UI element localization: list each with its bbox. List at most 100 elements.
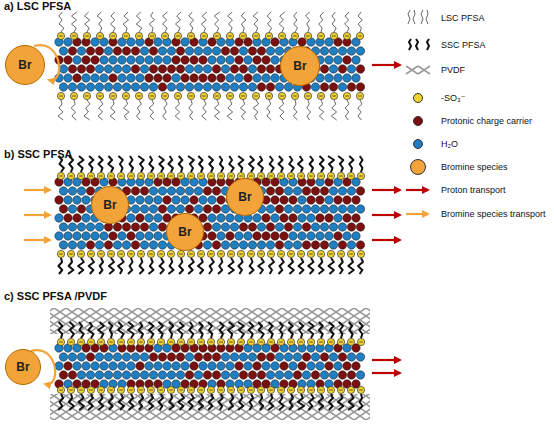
sulfonate-charge xyxy=(124,96,128,97)
sulfonate-group xyxy=(167,338,174,345)
side-chain xyxy=(219,156,223,172)
proton-dot xyxy=(298,38,306,46)
legend-label: -SO₃⁻ xyxy=(441,93,553,103)
bromine-species: Br xyxy=(226,178,264,216)
sulfonate-charge xyxy=(267,36,271,37)
sulfonate-charge xyxy=(149,342,153,343)
proton-dot xyxy=(167,353,175,361)
side-chain xyxy=(58,394,63,410)
water-dot xyxy=(68,205,76,213)
side-chain xyxy=(137,100,142,120)
water-channel xyxy=(55,38,365,388)
sulfonate-charge xyxy=(332,96,336,97)
sulfonate-charge xyxy=(239,390,243,391)
side-chain xyxy=(79,322,84,338)
water-dot xyxy=(86,371,94,379)
water-dot xyxy=(136,196,144,204)
sulfonate-group xyxy=(135,92,142,99)
proton-dot xyxy=(131,223,139,231)
sulfonate-group xyxy=(177,338,184,345)
side-chain xyxy=(209,258,214,274)
water-dot xyxy=(298,232,306,240)
water-dot xyxy=(221,241,229,249)
side-chain xyxy=(202,100,207,120)
side-chain xyxy=(198,156,203,172)
sulfonate-charge xyxy=(228,36,232,37)
proton-dot xyxy=(302,223,310,231)
water-dot xyxy=(347,205,355,213)
water-dot xyxy=(338,83,346,91)
side-chain xyxy=(118,258,124,274)
sulfonate-group xyxy=(107,172,114,179)
proton-dot xyxy=(316,196,324,204)
node-label: Br xyxy=(238,190,251,204)
sulfonate-group xyxy=(109,32,116,39)
sulfonate-group xyxy=(87,172,94,179)
water-dot xyxy=(356,371,364,379)
side-chain xyxy=(58,100,63,120)
sulfonate-group xyxy=(207,250,214,257)
sulfonate-group xyxy=(97,250,104,257)
sulfonate-group xyxy=(70,92,77,99)
water-dot xyxy=(95,241,103,249)
sulfonate-charge xyxy=(254,96,258,97)
panel-title: a) LSC PFSA xyxy=(4,0,71,12)
sulfonate-group xyxy=(287,386,294,393)
sulfonate-group xyxy=(157,386,164,393)
water-dot xyxy=(284,241,292,249)
water-dot xyxy=(217,232,225,240)
sulfonate-charge xyxy=(59,390,63,391)
side-chain xyxy=(78,394,84,410)
sulfonate-group xyxy=(287,250,294,257)
sulfonate-group xyxy=(277,338,284,345)
sulfonate-group xyxy=(187,92,194,99)
proton-dot xyxy=(266,187,274,195)
sulfonate-charge xyxy=(79,342,83,343)
proton-dot xyxy=(280,232,288,240)
sulfonate-group xyxy=(187,172,194,179)
proton-dot xyxy=(86,65,94,73)
water-dot xyxy=(86,223,94,231)
proton-dot xyxy=(68,65,76,73)
sulfonate-group xyxy=(330,32,337,39)
water-dot xyxy=(113,65,121,73)
side-chain xyxy=(138,156,144,172)
water-dot xyxy=(208,56,216,64)
water-dot xyxy=(302,205,310,213)
side-chain xyxy=(280,322,283,338)
side-chain xyxy=(349,156,353,172)
side-chain xyxy=(249,156,254,172)
water-dot xyxy=(82,362,90,370)
sulfonate-charge xyxy=(349,390,353,391)
sulfonate-charge xyxy=(289,342,293,343)
side-chain xyxy=(149,100,154,120)
proton-dot xyxy=(248,371,256,379)
sulfonate-group xyxy=(317,250,324,257)
proton-dot xyxy=(352,196,360,204)
water-dot xyxy=(181,362,189,370)
sulfonate-charge xyxy=(179,176,183,177)
water-dot xyxy=(325,56,333,64)
side-chain xyxy=(339,322,343,338)
proton-dot xyxy=(352,362,360,370)
water-dot xyxy=(248,353,256,361)
water-dot xyxy=(154,232,162,240)
sulfonate-group xyxy=(213,32,220,39)
side-chain xyxy=(219,394,223,410)
water-dot xyxy=(154,38,162,46)
water-dot xyxy=(334,362,342,370)
sulfonate-charge xyxy=(149,254,153,255)
sulfonate-charge xyxy=(109,390,113,391)
water-dot xyxy=(316,362,324,370)
sulfonate-charge xyxy=(89,176,93,177)
water-dot xyxy=(352,56,360,64)
water-dot xyxy=(185,47,193,55)
sulfonate-group xyxy=(107,338,114,345)
sulfonate-group xyxy=(317,92,324,99)
proton-dot xyxy=(185,205,193,213)
sulfonate-charge xyxy=(289,390,293,391)
sulfonate-group xyxy=(337,338,344,345)
side-chains xyxy=(57,12,364,410)
proton-dot xyxy=(347,223,355,231)
side-chain xyxy=(71,100,76,120)
